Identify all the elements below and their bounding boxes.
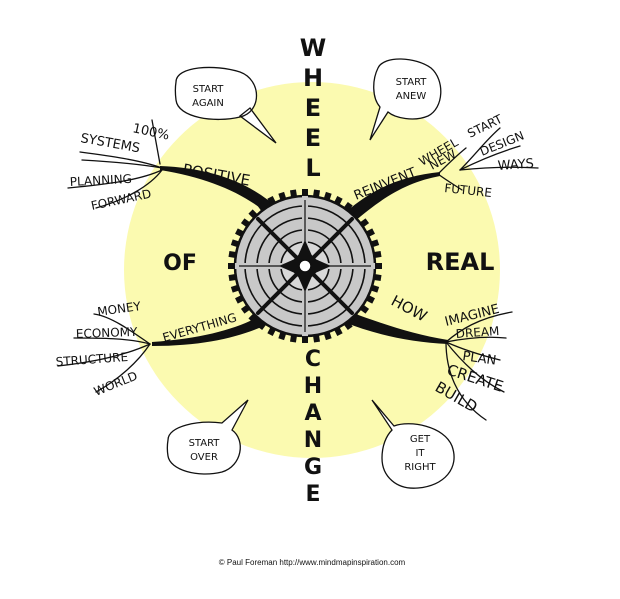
everything-item-money: MONEY [96, 299, 142, 319]
how-item-plan: PLAN [461, 349, 497, 369]
bubble-bottom-left-line2: OVER [190, 452, 218, 463]
everything-item-economy: ECONOMY [76, 325, 139, 341]
title-real: REAL [426, 248, 495, 276]
bubble-bottom-left-line1: START [189, 438, 221, 449]
bubble-top-right: START ANEW [369, 58, 442, 141]
sub-branches [57, 119, 539, 421]
reinvent-item-future: FUTURE [444, 181, 493, 200]
reinvent-item-ways: WAYS [497, 156, 534, 173]
bubble-bottom-right-line1: GET [410, 434, 431, 445]
bubble-top-left: START AGAIN [174, 66, 277, 144]
branch-how-trunk [344, 312, 448, 344]
bubble-top-right-line2: ANEW [396, 91, 427, 102]
title-of: OF [163, 251, 197, 276]
how-item-dream: DREAM [455, 324, 500, 341]
bubble-bottom-left: START OVER [166, 399, 249, 475]
title-wheel-letter: E [305, 94, 321, 122]
title-change-letter: E [305, 482, 320, 507]
title-change-letter: A [304, 401, 321, 426]
title-change-letter: C [305, 347, 321, 372]
bubble-bottom-right-line3: RIGHT [404, 462, 436, 473]
title-change-letter: G [304, 455, 322, 480]
credit-line: © Paul Foreman http://www.mindmapinspira… [219, 558, 406, 567]
everything-item-world: WORLD [92, 369, 140, 399]
title-wheel-letter: L [305, 154, 320, 182]
title-wheel: WHEEL [300, 34, 326, 182]
everything-item-structure: STRUCTURE [55, 350, 128, 369]
positive-item-planning: PLANNING [69, 172, 132, 189]
bubble-top-left-line1: START [193, 84, 225, 95]
bubble-bottom-right-line2: IT [415, 448, 425, 459]
gear-wheel-icon [228, 189, 382, 343]
branch-everything-trunk [152, 310, 276, 346]
bubble-bottom-right: GET IT RIGHT [371, 399, 455, 489]
title-wheel-letter: H [303, 64, 323, 92]
title-wheel-letter: E [305, 124, 321, 152]
title-wheel-letter: W [300, 34, 326, 62]
title-change-letter: H [304, 374, 322, 399]
title-change-letter: N [304, 428, 322, 453]
bubble-top-right-line1: START [396, 77, 428, 88]
bubble-top-left-line2: AGAIN [192, 98, 224, 109]
